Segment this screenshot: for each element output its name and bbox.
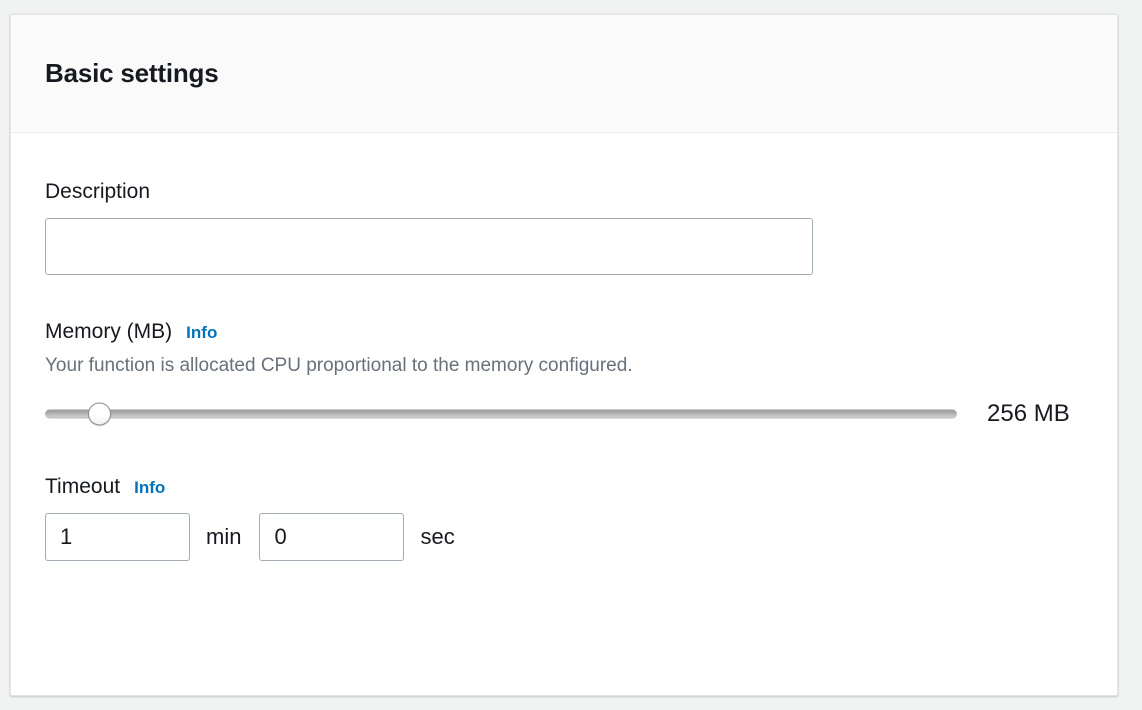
timeout-field-group: Timeout Info min sec bbox=[45, 474, 1083, 562]
timeout-seconds-unit-label: sec bbox=[420, 524, 455, 550]
timeout-minutes-unit-label: min bbox=[206, 524, 242, 550]
description-label-text: Description bbox=[45, 180, 151, 203]
memory-slider-track[interactable] bbox=[45, 409, 957, 419]
memory-info-link[interactable]: Info bbox=[186, 323, 218, 343]
timeout-inputs-row: min sec bbox=[45, 513, 1083, 562]
timeout-label: Timeout Info bbox=[45, 474, 1083, 499]
timeout-label-text: Timeout bbox=[45, 475, 121, 499]
timeout-seconds-input[interactable] bbox=[259, 513, 405, 562]
memory-label-text: Memory (MB) bbox=[45, 320, 173, 344]
memory-label: Memory (MB) Info bbox=[45, 319, 1083, 344]
memory-field-group: Memory (MB) Info Your function is alloca… bbox=[45, 319, 1083, 428]
description-label: Description bbox=[45, 179, 1083, 204]
memory-slider-thumb[interactable] bbox=[88, 402, 112, 426]
description-field-group: Description bbox=[45, 179, 1083, 276]
timeout-info-link[interactable]: Info bbox=[134, 478, 166, 498]
memory-slider[interactable] bbox=[45, 402, 957, 426]
description-input[interactable] bbox=[45, 218, 813, 276]
panel-header: Basic settings bbox=[11, 15, 1117, 133]
memory-slider-row: 256 MB bbox=[45, 400, 1083, 428]
panel-body: Description Memory (MB) Info Your functi… bbox=[11, 133, 1117, 562]
memory-value-label: 256 MB bbox=[987, 400, 1070, 428]
timeout-minutes-input[interactable] bbox=[45, 513, 190, 562]
page-title: Basic settings bbox=[45, 58, 219, 88]
basic-settings-panel: Basic settings Description Memory (MB) I… bbox=[10, 14, 1118, 696]
memory-help-text: Your function is allocated CPU proportio… bbox=[45, 355, 633, 377]
